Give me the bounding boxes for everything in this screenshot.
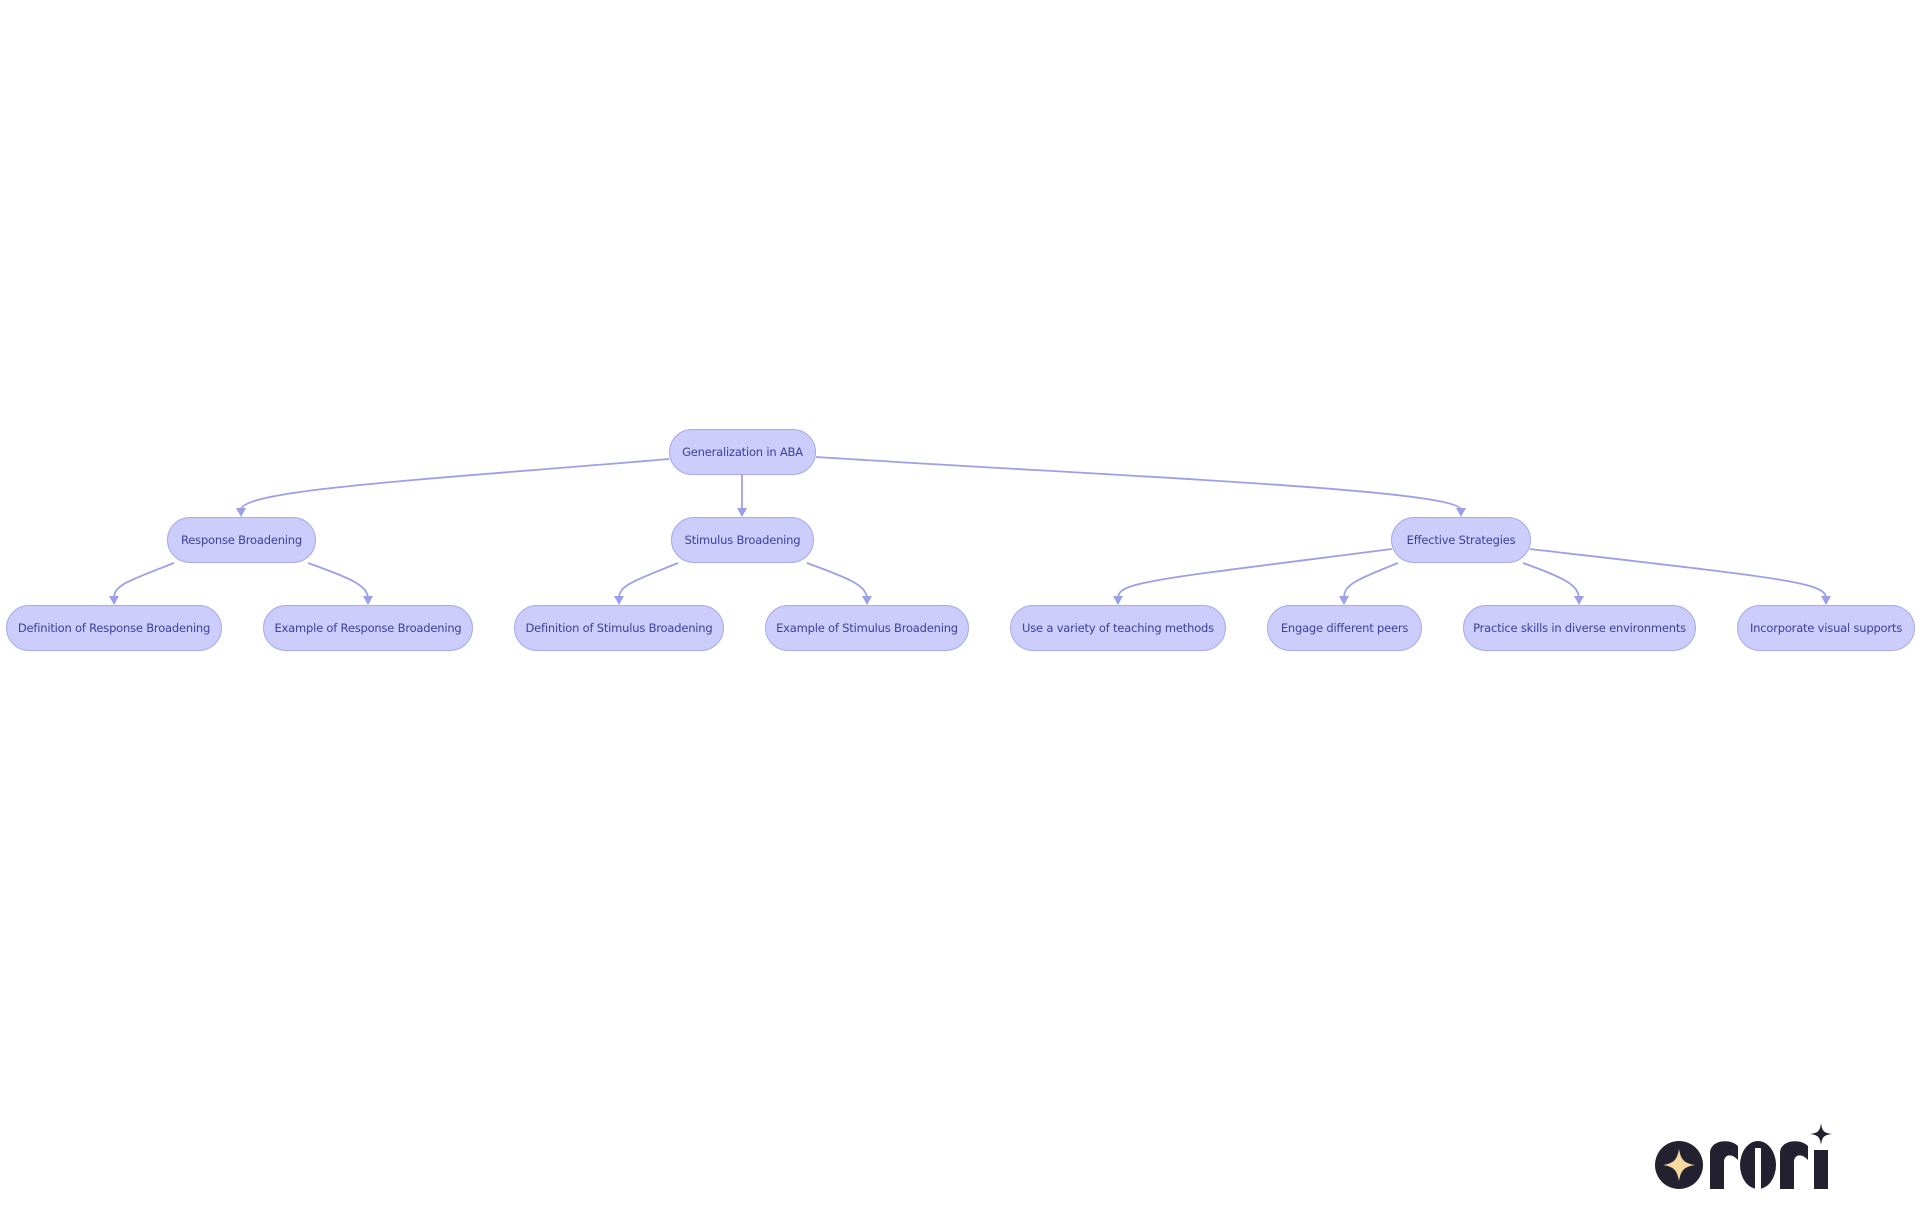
arrowhead-ex-stimulus	[862, 596, 872, 605]
edge-response-to-example	[307, 562, 369, 599]
arrowhead-def-response	[109, 596, 119, 605]
arrowhead-peers	[1339, 596, 1349, 605]
node-effective-strategies: Effective Strategies	[1391, 517, 1531, 563]
edge-root-to-response	[240, 458, 670, 511]
node-example-response: Example of Response Broadening	[263, 605, 473, 651]
edge-stimulus-to-definition	[618, 562, 679, 599]
edge-strategies-to-peers	[1343, 562, 1399, 599]
node-response-broadening: Response Broadening	[167, 517, 316, 563]
logo-letter-r2	[1780, 1141, 1808, 1189]
arrowhead-response	[236, 508, 246, 517]
rori-logo: rori	[1652, 1120, 1852, 1190]
arrowhead-teaching	[1113, 596, 1123, 605]
edge-response-to-definition	[113, 562, 175, 599]
logo-letter-i	[1814, 1150, 1828, 1189]
node-stimulus-broadening: Stimulus Broadening	[671, 517, 814, 563]
node-root: Generalization in ABA	[669, 429, 816, 475]
node-definition-stimulus: Definition of Stimulus Broadening	[514, 605, 724, 651]
edge-strategies-to-visual	[1529, 548, 1827, 599]
edge-stimulus-to-example	[806, 562, 868, 599]
logo-letter-o	[1740, 1141, 1776, 1189]
node-definition-response: Definition of Response Broadening	[6, 605, 222, 651]
node-example-stimulus: Example of Stimulus Broadening	[765, 605, 969, 651]
node-strategy-teaching-methods: Use a variety of teaching methods	[1010, 605, 1226, 651]
edge-strategies-to-teaching	[1117, 548, 1393, 599]
node-strategy-environments: Practice skills in diverse environments	[1463, 605, 1696, 651]
edge-root-to-strategies	[815, 456, 1462, 511]
arrowhead-strategies	[1456, 508, 1466, 517]
arrowhead-stimulus	[737, 508, 747, 517]
arrowhead-def-stimulus	[614, 596, 624, 605]
arrowhead-environments	[1574, 596, 1584, 605]
logo-star-icon	[1810, 1123, 1832, 1145]
edge-strategies-to-environments	[1522, 562, 1580, 599]
node-strategy-visual-supports: Incorporate visual supports	[1737, 605, 1915, 651]
node-strategy-peers: Engage different peers	[1267, 605, 1422, 651]
logo-letter-r1	[1710, 1141, 1738, 1189]
arrowhead-visual	[1821, 596, 1831, 605]
arrowhead-ex-response	[363, 596, 373, 605]
sparkle-icon	[1655, 1141, 1703, 1189]
